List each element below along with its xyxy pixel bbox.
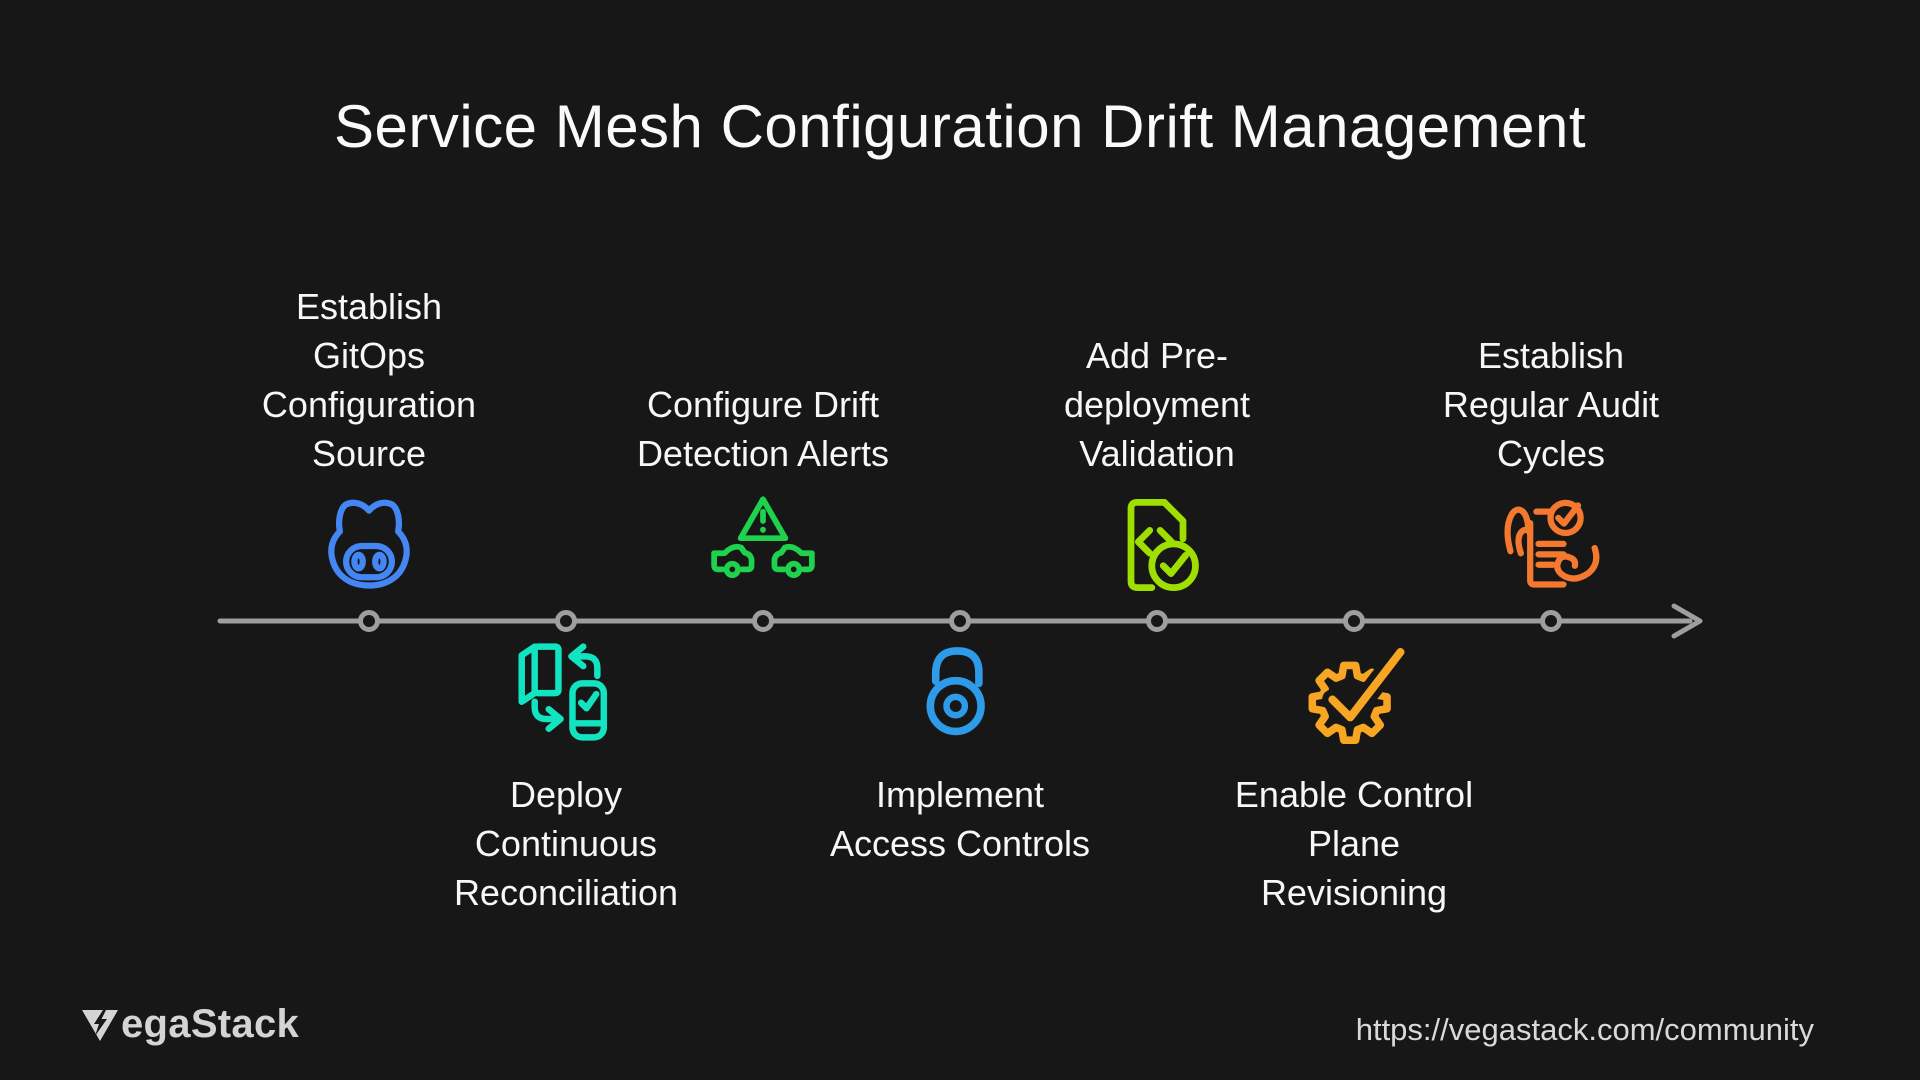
github-octocat-icon: [328, 499, 410, 589]
timeline-node-dot: [1540, 610, 1562, 632]
code-file-check-icon: [1127, 498, 1199, 591]
timeline-node-dot: [555, 610, 577, 632]
timeline-node-dot: [949, 610, 971, 632]
community-url: https://vegastack.com/community: [1355, 1012, 1814, 1047]
timeline-arrowhead: [1671, 603, 1703, 639]
step-label: Establish GitOps Configuration Source: [261, 286, 477, 474]
timeline-node-dot: [1146, 610, 1168, 632]
vegastack-logo-mark-icon: [82, 1009, 118, 1041]
timeline-node-dot: [1343, 610, 1365, 632]
brand-logo: egaStack: [80, 1002, 299, 1047]
timeline-node-dot: [752, 610, 774, 632]
step-label: Establish Regular Audit Cycles: [1442, 335, 1660, 474]
step-label: Deploy Continuous Reconciliation: [453, 774, 679, 913]
step-label: Enable Control Plane Revisioning: [1234, 774, 1474, 913]
step-label: Add Pre- deployment Validation: [1063, 335, 1251, 474]
sync-devices-icon: [518, 643, 608, 741]
collision-warning-icon: [711, 496, 815, 578]
page-title: Service Mesh Configuration Drift Managem…: [333, 93, 1587, 160]
audit-checklist-icon: [1504, 499, 1600, 588]
step-label: Implement Access Controls: [829, 774, 1091, 864]
step-label: Configure Drift Detection Alerts: [636, 384, 890, 474]
open-padlock-icon: [926, 647, 985, 736]
gear-check-icon: [1308, 641, 1408, 744]
brand-logo-text: egaStack: [121, 1002, 300, 1046]
timeline-node-dot: [358, 610, 380, 632]
